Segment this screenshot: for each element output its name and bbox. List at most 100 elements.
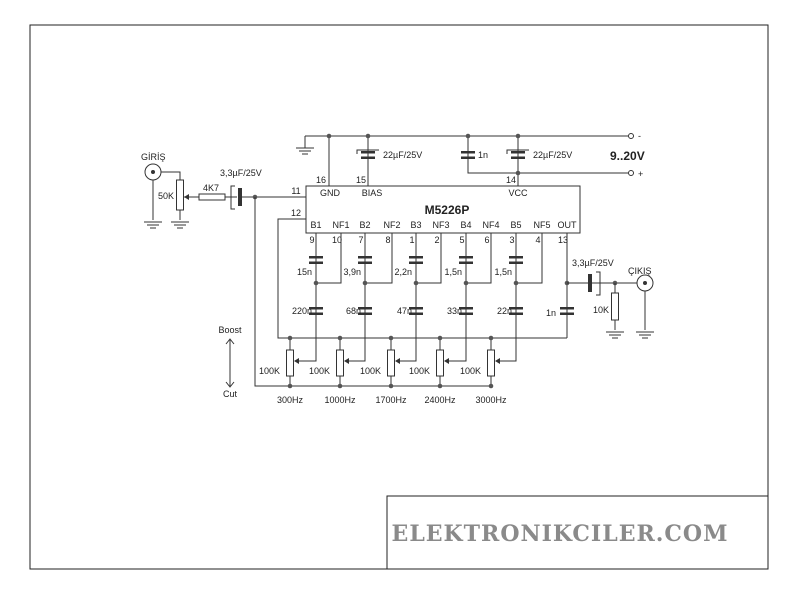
capacitor-plate	[309, 256, 323, 259]
band-wire	[445, 233, 467, 362]
junction	[362, 280, 368, 286]
pin-15: 15	[356, 175, 366, 185]
capacitor-plate	[358, 312, 372, 315]
pin-label-nf3: NF3	[432, 220, 449, 230]
pin-number: 10	[332, 235, 342, 245]
ic-body	[305, 185, 581, 234]
capacitor-plate	[560, 312, 574, 315]
capacitor-plate	[409, 261, 423, 264]
capacitor-plate	[309, 261, 323, 264]
capacitor-plate	[461, 156, 475, 159]
band-pot-label: 100K	[460, 366, 481, 376]
pin-16: 16	[316, 175, 326, 185]
band-wire	[345, 233, 366, 362]
pin-number: 9	[309, 235, 314, 245]
pin-label-b2: B2	[359, 220, 370, 230]
band-wire	[396, 233, 417, 362]
pin-vcc-label: VCC	[508, 188, 528, 198]
resistor	[336, 349, 344, 377]
band-wire	[295, 233, 317, 362]
pin-number: 7	[358, 235, 363, 245]
band-lower-cap-label: 33n	[447, 306, 462, 316]
capacitor-plate	[459, 307, 473, 310]
plus-terminal	[628, 170, 634, 176]
band-frequency-label: 3000Hz	[475, 395, 507, 405]
ic-name: M5226P	[425, 203, 470, 217]
band-pot-label: 100K	[360, 366, 381, 376]
junction	[287, 383, 293, 389]
output-filter-cap-label: 1n	[546, 308, 556, 318]
resistor	[436, 349, 444, 377]
junction	[365, 133, 371, 139]
electrolytic-mark	[506, 149, 529, 154]
junction	[313, 280, 319, 286]
pin-number: 8	[385, 235, 390, 245]
input-pot-label: 50K	[158, 191, 174, 201]
wire	[161, 171, 181, 180]
pin-label-b1: B1	[310, 220, 321, 230]
band-lower-cap-label: 220n	[292, 306, 312, 316]
input-label: GİRİŞ	[141, 152, 166, 162]
junction	[337, 383, 343, 389]
cut-label: Cut	[223, 389, 238, 399]
input-cap-label: 3,3µF/25V	[220, 168, 262, 178]
junction	[388, 335, 394, 341]
pin-14: 14	[506, 175, 516, 185]
band-frequency-label: 2400Hz	[424, 395, 456, 405]
coupling-cap	[238, 188, 242, 206]
output-cap-label: 3,3µF/25V	[572, 258, 614, 268]
output-resistor-label: 10K	[593, 305, 609, 315]
wire	[467, 136, 518, 174]
junction	[488, 335, 494, 341]
junction	[513, 280, 519, 286]
feedback-bus	[254, 197, 491, 387]
capacitor-plate	[459, 312, 473, 315]
wiper-arrow	[444, 358, 449, 364]
electrolytic-mark	[356, 149, 379, 154]
junction	[413, 280, 419, 286]
capacitor-plate	[309, 307, 323, 310]
pin-label-out: OUT	[558, 220, 578, 230]
band-pot-label: 100K	[259, 366, 280, 376]
band-pot-label: 100K	[309, 366, 330, 376]
pin-number: 2	[434, 235, 439, 245]
junction	[515, 133, 521, 139]
junction	[465, 133, 471, 139]
minus-terminal-label: -	[638, 131, 641, 141]
arrow-up-icon	[225, 338, 235, 345]
pin-label-nf4: NF4	[482, 220, 499, 230]
plus-terminal-label: +	[638, 169, 643, 179]
pin-label-nf5: NF5	[533, 220, 550, 230]
capacitor-plate	[509, 307, 523, 310]
capacitor-plate	[509, 256, 523, 259]
resistor	[487, 349, 495, 377]
pin-gnd-label: GND	[320, 188, 341, 198]
nf-wire	[316, 233, 342, 284]
pin-12: 12	[291, 208, 301, 218]
capacitor-plate	[409, 312, 423, 315]
pin-number: 1	[409, 235, 414, 245]
band-lower-cap-label: 68n	[346, 306, 361, 316]
resistor	[176, 179, 184, 211]
band-frequency-label: 300Hz	[277, 395, 304, 405]
nf-wire	[516, 233, 543, 284]
pin-number: 3	[509, 235, 514, 245]
pin-label-b3: B3	[410, 220, 421, 230]
nf-wire	[365, 233, 393, 284]
pin-label-b4: B4	[460, 220, 471, 230]
capacitor-plate	[560, 307, 574, 310]
capacitor-plate	[309, 312, 323, 315]
pin-label-nf1: NF1	[332, 220, 349, 230]
capacitor-plate	[459, 256, 473, 259]
output-label: ÇIKIŞ	[628, 266, 652, 276]
input-resistor-label: 4K7	[203, 183, 219, 193]
band-lower-cap-label: 47n	[397, 306, 412, 316]
wiper-arrow	[495, 358, 500, 364]
resistor	[611, 292, 619, 321]
band-upper-cap-label: 15n	[297, 267, 312, 277]
capacitor-plate	[511, 151, 525, 154]
capacitor-plate	[509, 312, 523, 315]
band-frequency-label: 1000Hz	[324, 395, 356, 405]
band-upper-cap-label: 3,9n	[343, 267, 361, 277]
capacitor-plate	[358, 261, 372, 264]
